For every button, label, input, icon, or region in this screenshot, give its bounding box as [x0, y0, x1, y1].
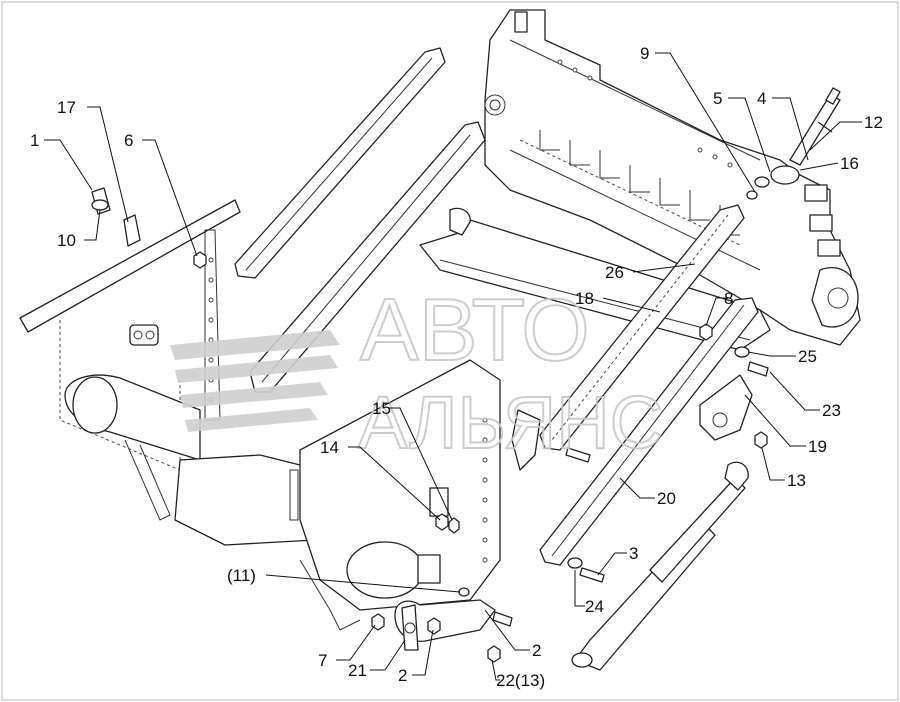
callout-13: 13 [787, 471, 806, 490]
hardware [91, 187, 769, 663]
callout-3: 3 [629, 544, 638, 563]
left-frame [19, 199, 501, 631]
callout-23: 23 [822, 401, 841, 420]
callout-11: (11) [227, 566, 256, 585]
right-frame [484, 9, 861, 346]
callout-18: 18 [575, 289, 594, 308]
callout-6: 6 [124, 131, 133, 150]
callout-16: 16 [840, 154, 859, 173]
callout-1: 1 [30, 131, 39, 150]
callout-15: 15 [372, 399, 391, 418]
watermark: АВТО АЛЬЯНС [170, 279, 664, 465]
callout-24: 24 [585, 597, 604, 616]
callout-2-bottom: 2 [398, 666, 407, 685]
lower-rail-20 [539, 297, 759, 566]
callout-22-13: 22(13) [496, 671, 545, 690]
callout-7: 7 [318, 651, 327, 670]
callout-8: 8 [724, 289, 733, 308]
callout-19: 19 [808, 437, 827, 456]
callout-10: 10 [57, 231, 76, 250]
callout-2-right: 2 [532, 641, 541, 660]
bracket-19 [511, 374, 753, 471]
callout-9: 9 [640, 44, 649, 63]
callout-5: 5 [713, 89, 722, 108]
callout-12: 12 [864, 113, 883, 132]
callout-25: 25 [798, 347, 817, 366]
callout-4: 4 [757, 89, 766, 108]
watermark-line2: АЛЬЯНС [358, 381, 663, 464]
callout-20: 20 [657, 489, 676, 508]
callout-26: 26 [605, 263, 624, 282]
watermark-line1: АВТО [360, 280, 590, 379]
callout-labels: 1 17 6 10 9 5 4 12 16 26 18 8 25 23 15 1… [30, 44, 883, 690]
callout-17: 17 [57, 98, 76, 117]
rack-26 [539, 204, 745, 451]
linkage-21 [394, 599, 496, 651]
cross-beam-18 [419, 207, 771, 351]
pin-4 [746, 87, 841, 200]
callout-14: 14 [320, 438, 339, 457]
upper-rail [234, 47, 446, 279]
gas-spring [571, 461, 749, 671]
leader-lines [44, 52, 862, 681]
callout-21: 21 [348, 661, 367, 680]
